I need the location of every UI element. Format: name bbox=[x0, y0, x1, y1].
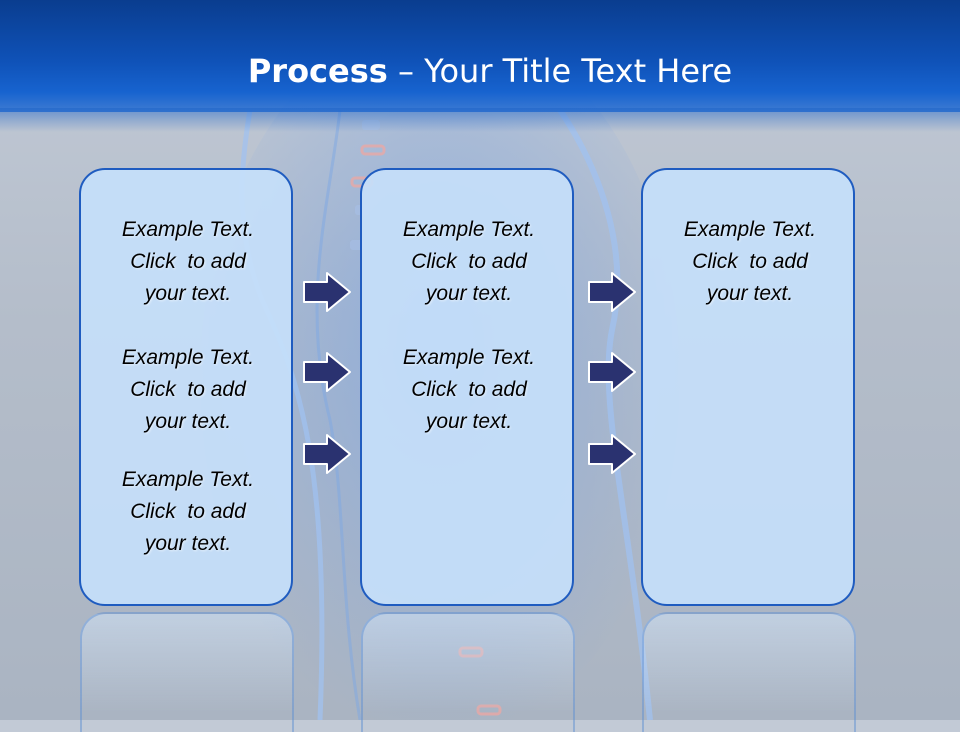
text-block[interactable]: Example Text. Click to add your text. bbox=[81, 464, 295, 560]
box-reflection-3 bbox=[642, 612, 856, 732]
text-line: Example Text. bbox=[402, 218, 536, 241]
text-line: your text. bbox=[425, 410, 513, 433]
text-line: Click to add bbox=[130, 250, 246, 273]
text-line: your text. bbox=[144, 532, 232, 555]
title-bold: Process bbox=[247, 52, 388, 90]
process-box-1[interactable]: Example Text. Click to add your text. Ex… bbox=[79, 168, 293, 606]
text-block[interactable]: Example Text. Click to add your text. bbox=[643, 214, 857, 310]
text-line: Click to add bbox=[411, 250, 527, 273]
right-arrow-icon bbox=[588, 352, 636, 392]
text-block[interactable]: Example Text. Click to add your text. bbox=[81, 214, 295, 310]
text-line: Example Text. bbox=[402, 346, 536, 369]
text-line: Example Text. bbox=[121, 218, 255, 241]
text-line: your text. bbox=[425, 282, 513, 305]
text-block[interactable]: Example Text. Click to add your text. bbox=[81, 342, 295, 438]
text-line: Click to add bbox=[411, 378, 527, 401]
right-arrow-icon bbox=[588, 434, 636, 474]
text-line: Example Text. bbox=[121, 468, 255, 491]
process-box-3[interactable]: Example Text. Click to add your text. bbox=[641, 168, 855, 606]
right-arrow-icon bbox=[303, 352, 351, 392]
right-arrow-icon bbox=[303, 272, 351, 312]
title-rest: – Your Title Text Here bbox=[397, 52, 733, 90]
slide-title[interactable]: Process – Your Title Text Here bbox=[0, 52, 960, 90]
right-arrow-icon bbox=[588, 272, 636, 312]
title-bar bbox=[0, 0, 960, 112]
text-line: your text. bbox=[706, 282, 794, 305]
title-bar-fade bbox=[0, 108, 960, 132]
box-reflection-1 bbox=[80, 612, 294, 732]
text-line: your text. bbox=[144, 282, 232, 305]
text-line: Example Text. bbox=[121, 346, 255, 369]
text-block[interactable]: Example Text. Click to add your text. bbox=[362, 214, 576, 310]
process-box-2[interactable]: Example Text. Click to add your text. Ex… bbox=[360, 168, 574, 606]
text-line: Click to add bbox=[130, 500, 246, 523]
text-line: your text. bbox=[144, 410, 232, 433]
right-arrow-icon bbox=[303, 434, 351, 474]
text-line: Example Text. bbox=[683, 218, 817, 241]
text-line: Click to add bbox=[692, 250, 808, 273]
box-reflection-2 bbox=[361, 612, 575, 732]
text-block[interactable]: Example Text. Click to add your text. bbox=[362, 342, 576, 438]
text-line: Click to add bbox=[130, 378, 246, 401]
